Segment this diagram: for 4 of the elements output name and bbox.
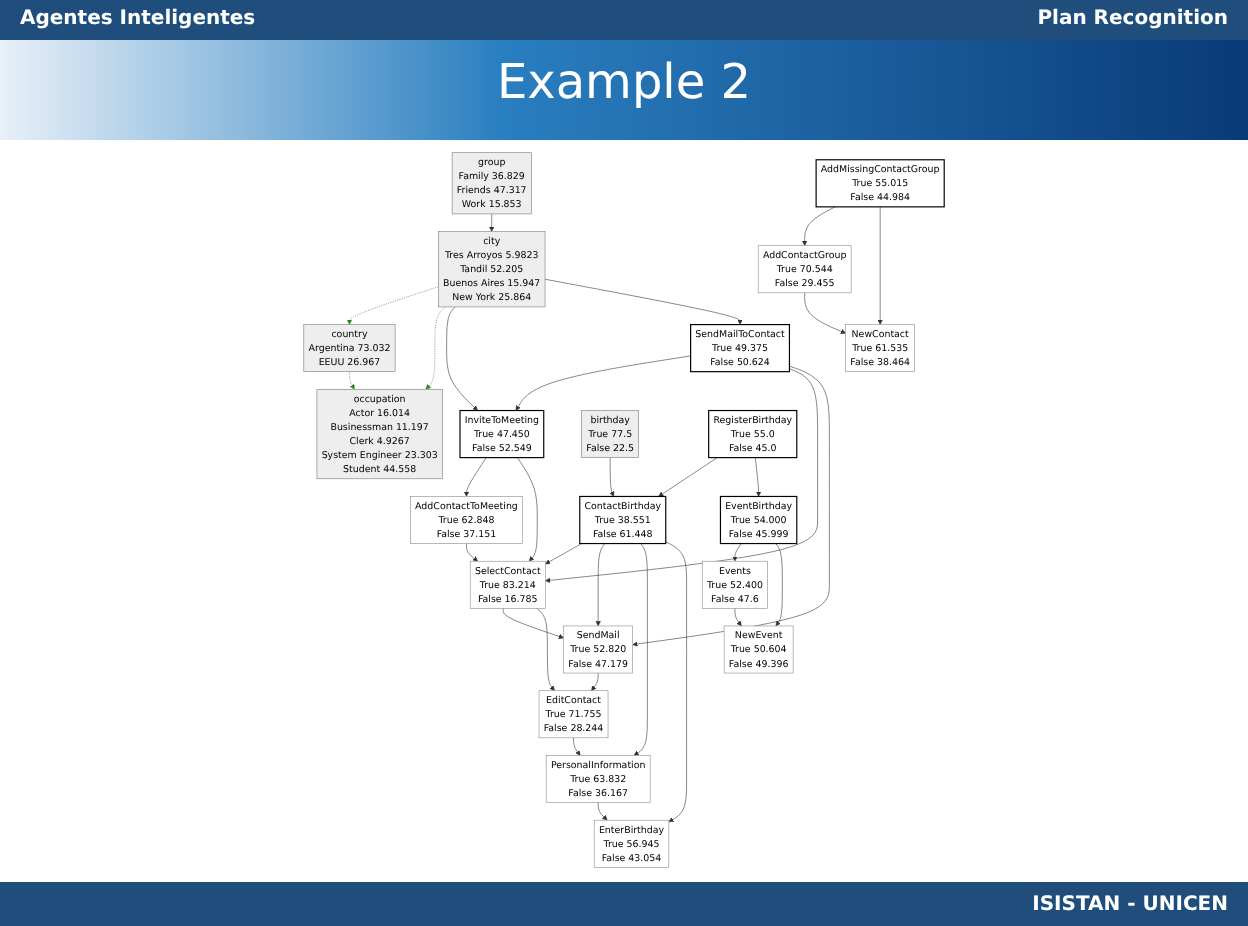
slide-title: Example 2 — [496, 54, 752, 110]
header-text: Agentes Inteligentes — [20, 8, 256, 30]
footer-text: ISISTAN - UNICEN — [1032, 894, 1228, 916]
header-text: Plan Recognition — [1037, 8, 1228, 30]
